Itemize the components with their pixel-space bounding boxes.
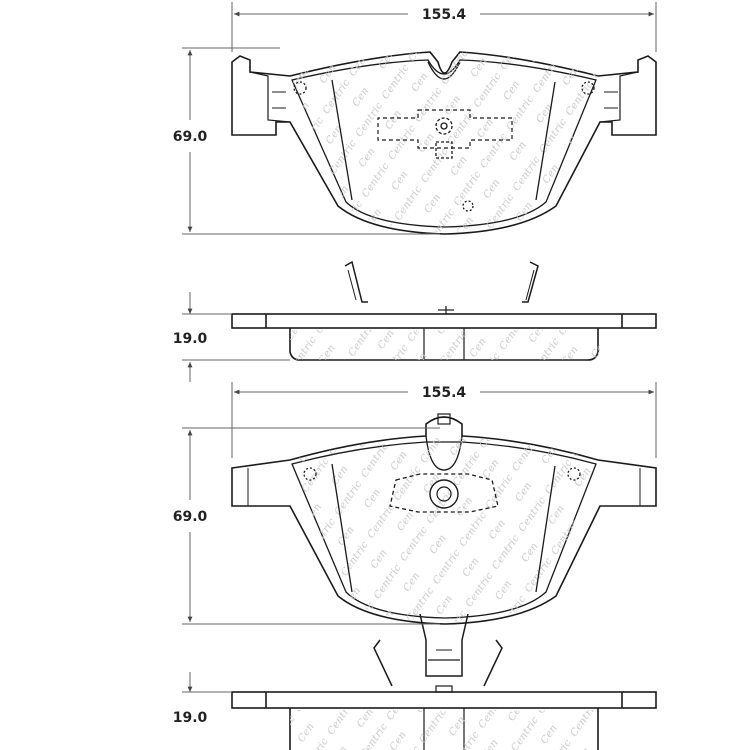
bottom-front-details: [303, 463, 581, 593]
bottom-width-label: 155.4: [422, 385, 467, 401]
top-height-label: 69.0: [173, 129, 208, 145]
dimension-lines: [182, 2, 657, 693]
watermark-top-side: [290, 330, 600, 360]
top-thickness-label: 19.0: [173, 331, 208, 347]
watermark-bottom-side: [290, 710, 600, 750]
top-width-label: 155.4: [422, 7, 467, 23]
bottom-thickness-label: 19.0: [173, 710, 208, 726]
bottom-height-label: 69.0: [173, 509, 208, 525]
top-front-details: [293, 79, 595, 212]
